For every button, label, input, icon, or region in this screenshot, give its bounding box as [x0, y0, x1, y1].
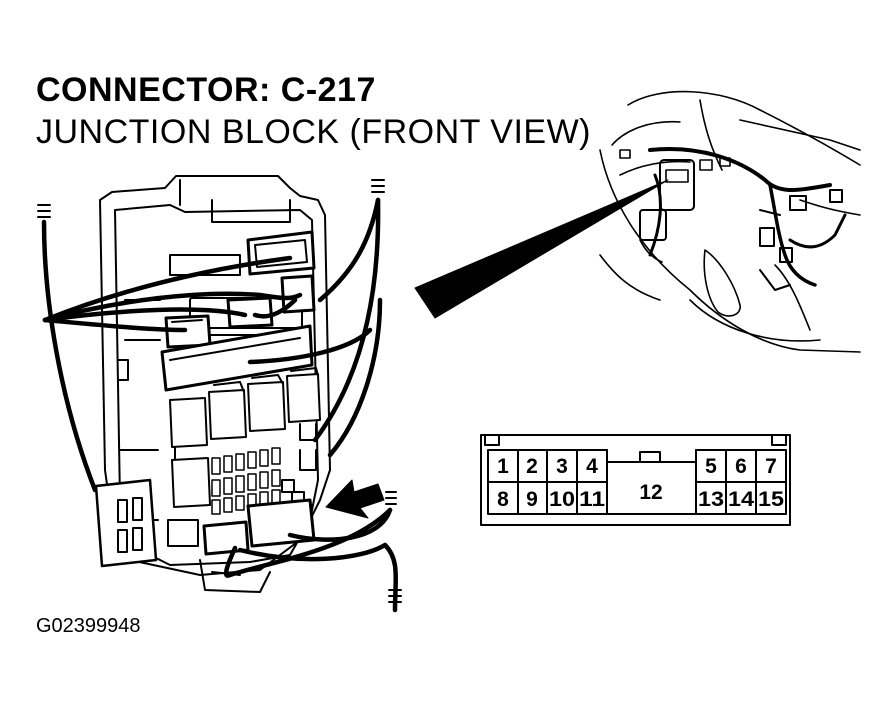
pin-12-label: 12 — [639, 481, 662, 504]
vehicle-interior-drawing — [599, 90, 861, 353]
connector-subtitle: JUNCTION BLOCK (FRONT VIEW) — [36, 113, 591, 151]
pin-2-label: 2 — [526, 455, 538, 478]
connector-pin-labels: 1 2 3 4 12 5 6 7 8 9 10 11 13 14 15 — [497, 455, 784, 511]
pin-6-label: 6 — [735, 455, 747, 478]
pin-10-label: 10 — [549, 488, 575, 511]
wire-break-marks — [37, 179, 402, 603]
pin-5-label: 5 — [705, 455, 717, 478]
connector-arrow — [325, 479, 385, 519]
pin-1-label: 1 — [497, 455, 509, 478]
junction-block-drawing — [94, 175, 331, 593]
connector-face — [480, 434, 791, 526]
pin-13-label: 13 — [698, 488, 724, 511]
wiring-harness — [41, 197, 399, 613]
figure-id: G02399948 — [36, 615, 141, 637]
pin-14-label: 14 — [728, 488, 754, 511]
connector-title: CONNECTOR: C-217 — [36, 71, 376, 109]
pin-3-label: 3 — [556, 455, 568, 478]
pin-4-label: 4 — [586, 455, 598, 478]
location-pointer — [414, 179, 669, 319]
pin-11-label: 11 — [579, 488, 605, 511]
pin-8-label: 8 — [497, 488, 509, 511]
pin-7-label: 7 — [765, 455, 777, 478]
pin-15-label: 15 — [758, 488, 784, 511]
pin-9-label: 9 — [526, 488, 538, 511]
